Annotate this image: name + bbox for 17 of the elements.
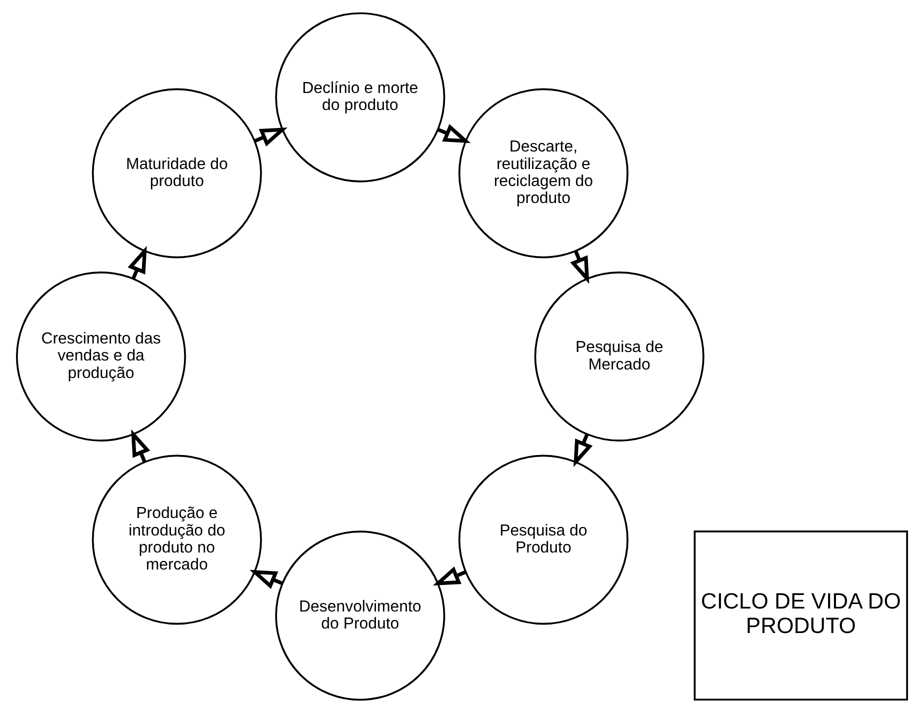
node-circle: Produção e introdução do produto no mercado [91,454,262,625]
node-circle: Descarte, reutilização e reciclagem do produto [458,88,628,258]
arrow [432,566,466,586]
node-circle: Maturidade do produto [91,88,262,258]
node-circle: Desenvolvimento do Produto [274,530,445,701]
arrow [436,124,470,144]
arrow [130,429,150,463]
arrow [127,246,146,280]
node-circle: Crescimento das vendas e da produção [16,272,186,442]
node-circle: Pesquisa de Mercado [534,272,704,442]
node-box: CICLO DE VIDA DO PRODUTO [693,530,908,701]
node-circle: Declínio e morte do produto [274,12,445,182]
arrow [573,434,592,468]
arrow [253,127,287,147]
arrow [570,250,589,284]
arrow [249,570,283,589]
node-circle: Pesquisa do Produto [458,454,628,625]
